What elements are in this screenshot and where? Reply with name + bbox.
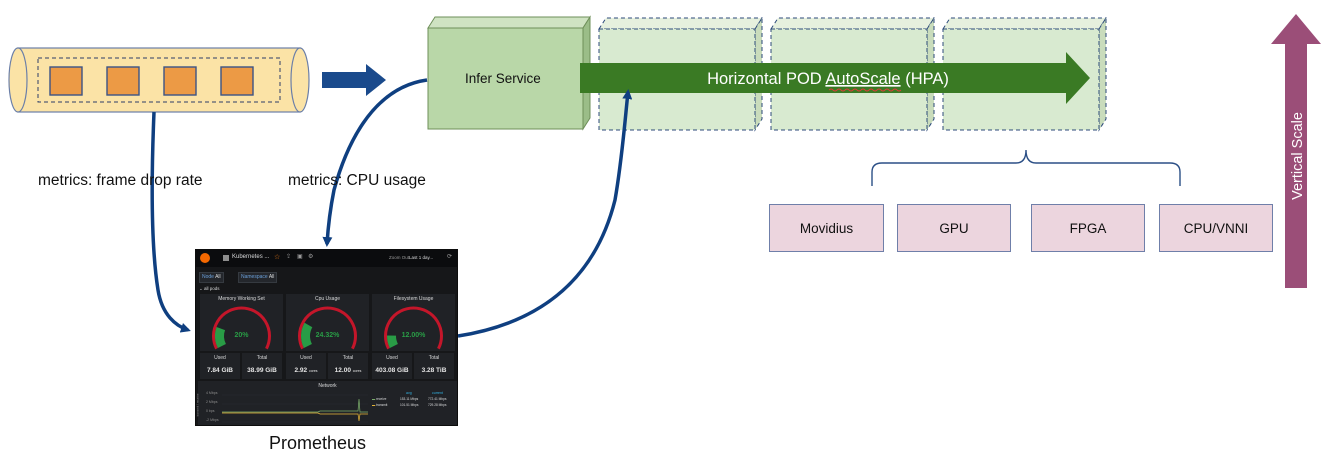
gauge-panel-filesystem: Filesystem Usage 12.00% (372, 294, 455, 351)
stat-value: 3.28 TiB (421, 367, 447, 374)
hardware-gpu: GPU (897, 204, 1011, 252)
share-icon: ⇪ (286, 254, 292, 260)
gauge-title: Cpu Usage (314, 296, 340, 302)
gauge-panel-cpu: Cpu Usage 24.32% (286, 294, 369, 351)
filter-namespace: Namespace All (238, 272, 278, 283)
stat-memory-used: Used 7.84 GiB (200, 353, 240, 379)
network-ytick: 4 Mbps (206, 391, 218, 395)
gauge-dial (212, 306, 271, 350)
stat-memory-total: Total 38.99 GiB (242, 353, 282, 379)
stat-value: 38.99 GiB (247, 367, 277, 374)
input-block-arrow (322, 64, 386, 96)
network-ytick: 2 Mbps (206, 400, 218, 404)
prometheus-dashboard-screenshot: Kubernetes ... ☆ ⇪ ▣ ⚙ Zoom Out Last 1 d… (195, 249, 458, 426)
dashboard-grid-icon (223, 255, 229, 261)
frame-queue (8, 47, 310, 113)
network-ytick: -2 Mbps (206, 418, 219, 422)
refresh-icon: ⟳ (447, 254, 453, 260)
stat-head: Total (342, 355, 354, 361)
stat-cpu-used: Used 2.92 cores (286, 353, 326, 379)
hpa-label: Horizontal POD AutoScale (HPA) (707, 70, 949, 88)
gauge-value: 12.00% (401, 332, 426, 339)
gauge-title: Memory Working Set (218, 296, 265, 302)
gauge-value: 24.32% (315, 332, 340, 339)
receive-series (222, 398, 368, 413)
frame-drop-metric-arrow (150, 111, 191, 333)
filter-node: Node All (199, 272, 224, 283)
stat-value: 2.92 cores (294, 367, 318, 374)
network-panel: Network transmit / receive 4 Mbps 2 Mbps… (196, 381, 457, 425)
infer-service-box (427, 15, 591, 131)
time-range-picker: Last 1 day... (409, 255, 434, 260)
gauge-value: 20% (234, 332, 249, 339)
frame-drop-label: metrics: frame drop rate (38, 172, 203, 189)
vertical-scale-label: Vertical Scale (1290, 112, 1306, 200)
settings-gear-icon: ⚙ (308, 254, 314, 260)
gauge-dial (384, 306, 443, 350)
stat-head: Used (386, 355, 398, 361)
gauge-title: Filesystem Usage (393, 296, 434, 302)
stat-head: Used (214, 355, 226, 361)
transmit-series (222, 412, 368, 422)
hardware-fpga: FPGA (1031, 204, 1145, 252)
queue-frame-2 (106, 66, 140, 96)
stat-fs-total: Total 3.28 TiB (414, 353, 454, 379)
star-icon: ☆ (274, 254, 281, 261)
network-graph (222, 394, 368, 423)
queue-frame-4 (220, 66, 254, 96)
stat-head: Used (300, 355, 312, 361)
stat-value: 403.08 GiB (375, 367, 409, 374)
prometheus-feedback-arrow (457, 89, 633, 338)
save-icon: ▣ (297, 254, 303, 260)
stat-head: Total (256, 355, 268, 361)
legend-row-transmit: ▬ transmit 101.51 Mbps 729.28 Mbps (372, 403, 447, 407)
queue-frame-1 (49, 66, 83, 96)
stat-fs-used: Used 403.08 GiB (372, 353, 412, 379)
legend-avg-head: avg (406, 391, 412, 395)
vertical-scale-arrow (1271, 14, 1321, 288)
network-ytick: 0 bps (206, 409, 215, 413)
dashboard-topbar: Kubernetes ... ☆ ⇪ ▣ ⚙ Zoom Out Last 1 d… (196, 250, 457, 267)
hardware-cpu-vnni: CPU/VNNI (1159, 204, 1273, 252)
gauge-panel-memory: Memory Working Set 20% (200, 294, 283, 351)
hardware-brace (871, 149, 1181, 186)
zoom-out-label: Zoom Out (389, 255, 410, 260)
hpa-arrow (580, 52, 1090, 104)
cpu-usage-metric-arrow (322, 78, 428, 247)
stat-head: Total (428, 355, 440, 361)
grafana-logo-icon (200, 253, 210, 263)
queue-frame-3 (163, 66, 197, 96)
gauge-dial (298, 306, 357, 350)
stat-value: 12.00 cores (334, 367, 362, 374)
infer-service-label: Infer Service (465, 71, 541, 86)
network-title: Network (318, 383, 337, 389)
dashboard-tab-title: Kubernetes ... (232, 254, 270, 260)
legend-current-head: current (432, 391, 443, 395)
stat-value: 7.84 GiB (206, 367, 233, 374)
stat-cpu-total: Total 12.00 cores (328, 353, 368, 379)
hardware-movidius: Movidius (769, 204, 884, 252)
prometheus-label: Prometheus (269, 433, 367, 453)
legend-row-receive: ▬ receive 153.11 Mbps 772.41 Mbps (372, 397, 447, 401)
spellcheck-squiggle (828, 88, 902, 92)
section-header: ⌄ all pods (199, 286, 220, 291)
cpu-usage-label: metrics: CPU usage (288, 172, 426, 189)
